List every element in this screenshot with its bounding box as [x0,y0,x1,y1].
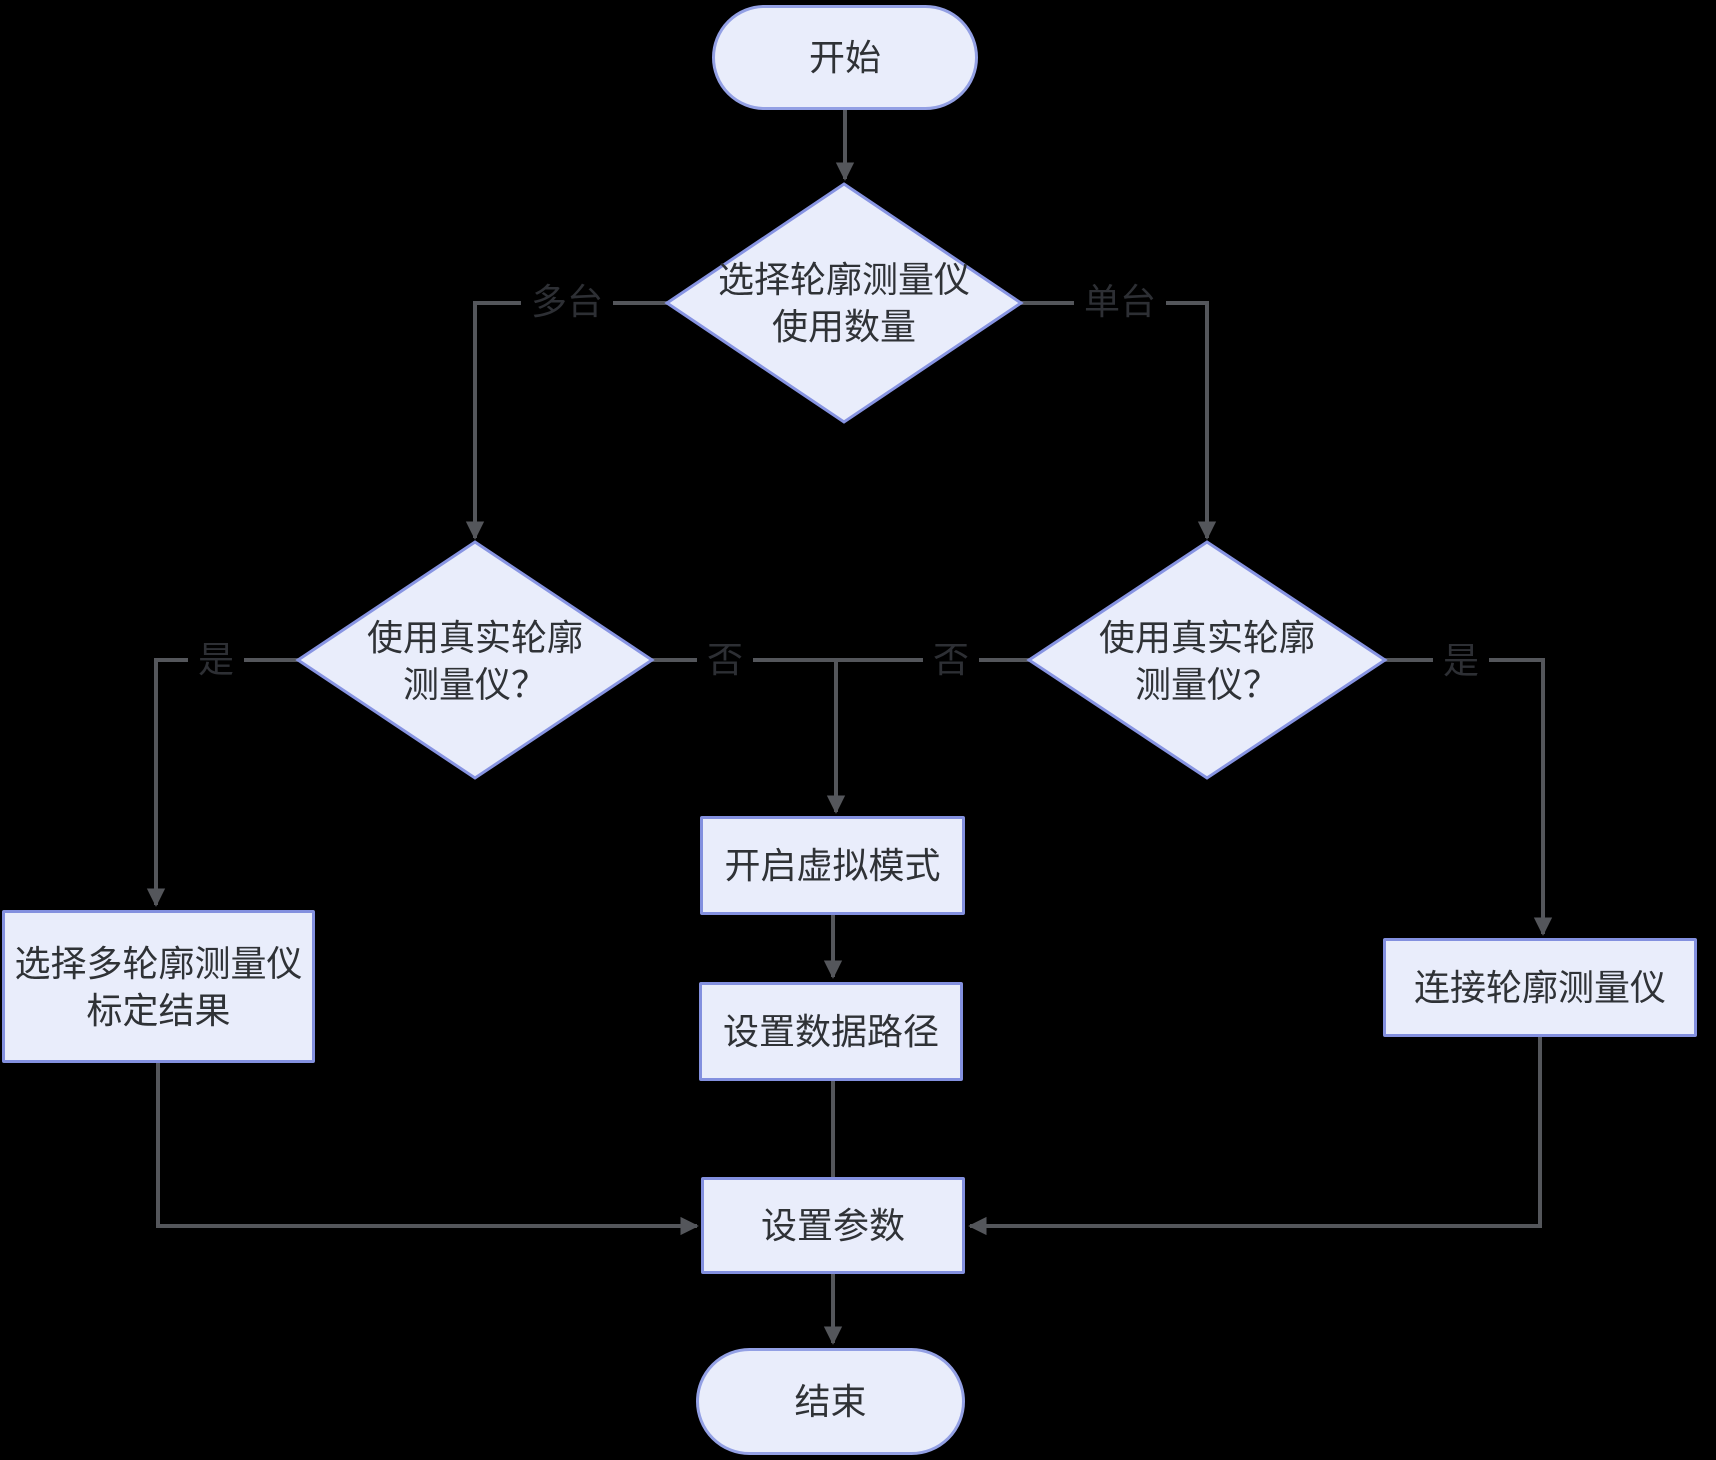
left-real-decision-diamond [295,540,655,780]
end-node: 结束 [696,1348,965,1455]
edge-label-no-right: 否 [922,639,980,681]
count-decision-diamond [664,182,1024,424]
virtual-mode-step: 开启虚拟模式 [700,816,965,915]
right-real-decision-label: 使用真实轮廓 测量仪？ [1098,617,1316,705]
set-params-step: 设置参数 [701,1177,965,1274]
edge-label-multi: 多台 [520,281,614,323]
edge-label-no-left: 否 [696,639,754,681]
connector-calib-to-params [156,1063,699,1236]
edge-label-yes-right: 是 [1432,640,1490,682]
data-path-step: 设置数据路径 [699,982,963,1081]
left-real-decision-label: 使用真实轮廓 测量仪？ [366,617,584,705]
connect-profiler-step: 连接轮廓测量仪 [1383,938,1697,1037]
edge-label-single: 单台 [1073,281,1167,323]
count-decision-label: 选择轮廓测量仪 使用数量 [717,259,971,347]
calibration-result-step: 选择多轮廓测量仪 标定结果 [2,910,315,1063]
start-node: 开始 [712,5,978,110]
connector-multi-branch [465,301,667,540]
right-real-decision-diamond [1026,540,1388,780]
edge-label-yes-left: 是 [187,639,245,681]
connector-yes-left [146,658,298,907]
connector-connect-to-params [968,1037,1542,1236]
connector-yes-right [1385,658,1553,936]
connector-single-branch [1021,301,1217,540]
